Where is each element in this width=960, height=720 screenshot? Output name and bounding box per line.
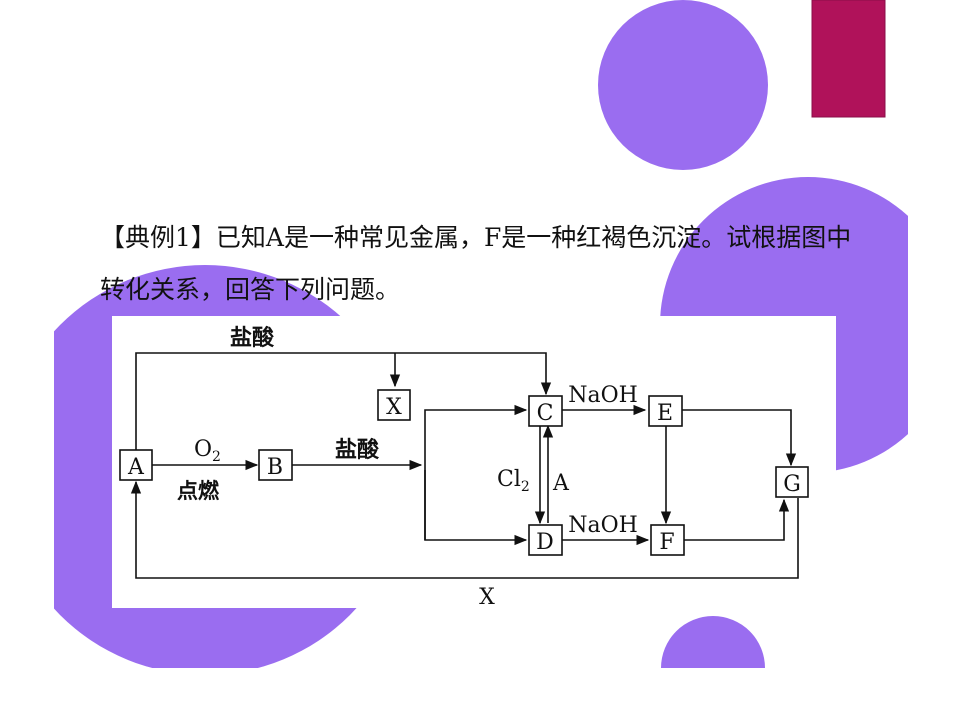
- edge-split-to-d: [424, 470, 528, 546]
- diagram-panel-bg: [112, 316, 836, 608]
- left-mask: [0, 0, 54, 720]
- edge-e-to-g: [682, 409, 797, 467]
- node-d-label: D: [536, 530, 554, 555]
- node-e-label: E: [657, 401, 673, 426]
- node-c: C: [528, 395, 563, 427]
- label-o2-main: O: [194, 437, 212, 462]
- node-b-label: B: [267, 455, 283, 480]
- label-o2: O2: [194, 437, 221, 465]
- label-ignite: 点燃: [177, 479, 220, 503]
- node-g-label: G: [783, 472, 801, 497]
- label-mid-hcl: 盐酸: [335, 438, 380, 463]
- magenta-bar: [811, 0, 886, 118]
- label-x-bottom: X: [479, 585, 495, 610]
- edge-a-to-c: [135, 352, 552, 450]
- node-f: F: [650, 524, 685, 556]
- label-top-hcl: 盐酸: [230, 326, 275, 351]
- node-b: B: [258, 449, 293, 481]
- bottom-mask: [0, 668, 960, 720]
- edge-f-to-g: [684, 498, 790, 541]
- right-mask: [908, 0, 960, 720]
- node-f-label: F: [659, 530, 674, 555]
- label-naoh-top: NaOH: [568, 383, 638, 408]
- label-a-reagent: A: [552, 471, 570, 496]
- label-o2-sub: 2: [212, 449, 221, 465]
- node-d: D: [528, 524, 563, 556]
- node-a: A: [119, 449, 153, 481]
- problem-text: 【典例1】已知A是一种常见金属，F是一种红褐色沉淀。试根据图中转化关系，回答下列…: [100, 223, 852, 304]
- node-g: G: [775, 466, 809, 498]
- label-cl2-main: Cl: [497, 467, 521, 492]
- top-purple-circle: [598, 0, 768, 170]
- node-x-label: X: [386, 395, 402, 420]
- node-c-label: C: [537, 401, 554, 426]
- node-e: E: [648, 395, 683, 427]
- label-naoh-bottom: NaOH: [568, 513, 638, 538]
- label-cl2: Cl2: [497, 467, 530, 495]
- node-a-label: A: [127, 455, 145, 480]
- edge-g-to-a: [130, 480, 799, 579]
- label-cl2-sub: 2: [521, 479, 530, 495]
- node-x: X: [377, 389, 411, 421]
